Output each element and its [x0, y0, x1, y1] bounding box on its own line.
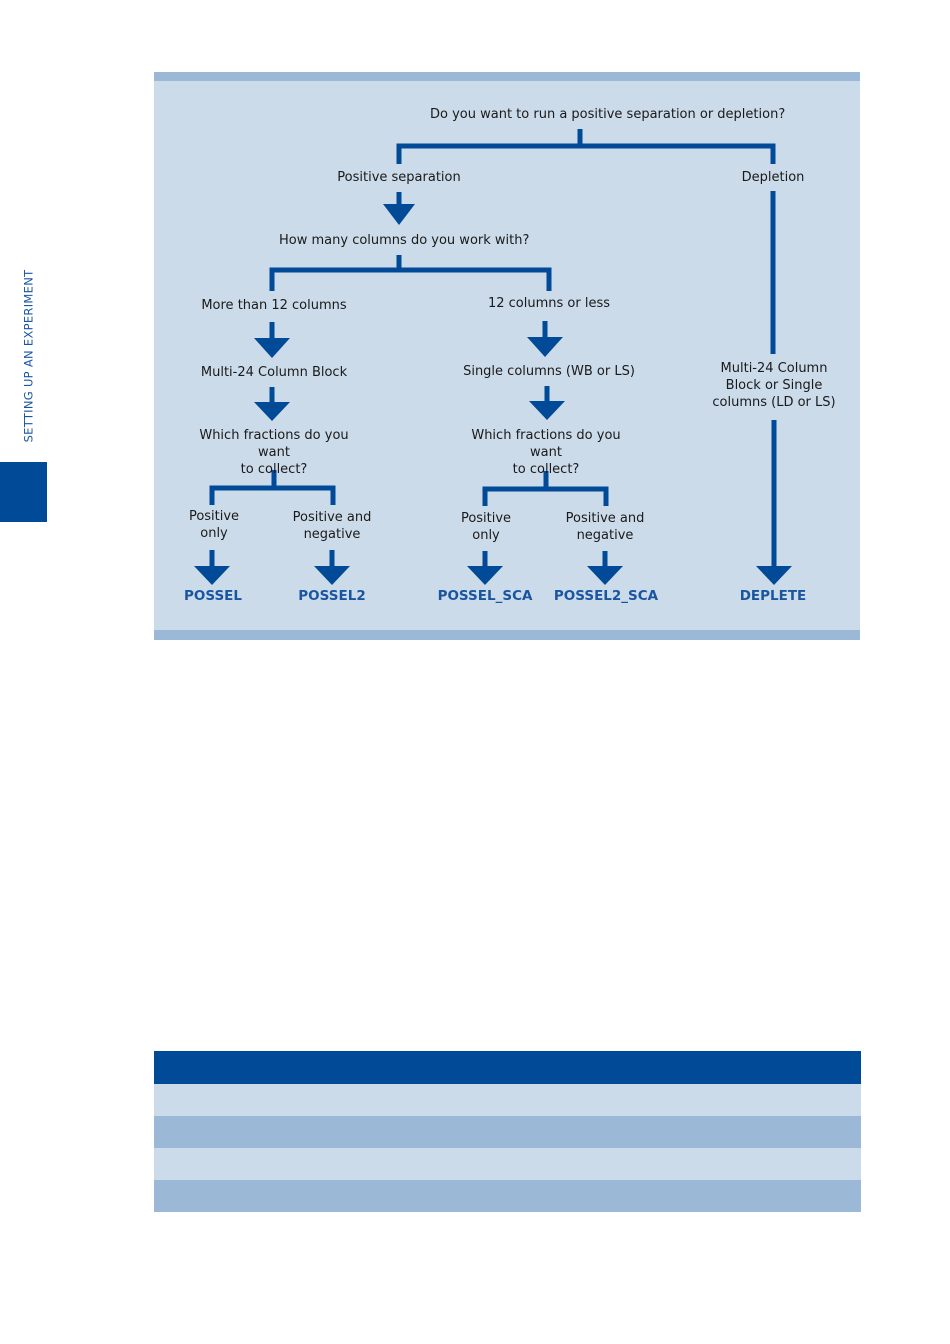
right-fraction-bracket [482, 471, 609, 506]
left-fraction-bracket [209, 470, 336, 505]
option-more-than-12: More than 12 columns [201, 298, 347, 313]
section-label: SETTING UP AN EXPERIMENT [16, 268, 40, 443]
multi24-column-block: Multi-24 Column Block [200, 365, 348, 380]
arrow-12less [527, 337, 563, 357]
section-tab [0, 462, 47, 522]
option-positive-only-right: Positive only [460, 511, 512, 543]
option-positive-only-left: Positive only [188, 509, 240, 541]
arrow-deplete [756, 566, 792, 585]
question-columns: How many columns do you work with? [279, 233, 530, 248]
arrow-multi24 [254, 402, 290, 421]
columns-split-bracket [269, 255, 552, 291]
arrow-posep [383, 204, 415, 225]
table-row [154, 1116, 861, 1148]
flowchart-connectors [194, 129, 792, 585]
question-fractions-left: Which fractions do you want to collect? [199, 428, 349, 477]
question-fractions-right: Which fractions do you want to collect? [471, 428, 621, 477]
panel-top-border [154, 72, 860, 81]
result-possel2: POSSEL2 [298, 588, 366, 604]
section-label-text: SETTING UP AN EXPERIMENT [21, 269, 36, 442]
table-row [154, 1084, 861, 1116]
option-positive-negative-right: Positive and negative [565, 511, 645, 543]
panel-bottom-border [154, 630, 860, 640]
option-positive-negative-left: Positive and negative [292, 510, 372, 542]
option-12-or-less: 12 columns or less [487, 296, 611, 311]
option-depletion: Depletion [741, 170, 805, 185]
arrow-possel2-sca [587, 566, 623, 585]
table-header [154, 1051, 861, 1084]
arrow-more12 [254, 338, 290, 358]
result-possel2-sca: POSSEL2_SCA [553, 588, 659, 604]
result-deplete: DEPLETE [739, 588, 807, 604]
result-possel: POSSEL [183, 588, 243, 604]
depletion-hardware: Multi-24 Column Block or Single columns … [712, 361, 836, 410]
table-row [154, 1180, 861, 1212]
main-split-bracket [396, 129, 776, 164]
result-possel-sca: POSSEL_SCA [437, 588, 533, 604]
option-positive-separation: Positive separation [337, 170, 461, 185]
table [154, 1051, 861, 1212]
flowchart-panel: Do you want to run a positive separation… [154, 72, 860, 640]
table-row [154, 1148, 861, 1180]
single-columns: Single columns (WB or LS) [463, 364, 635, 379]
arrow-possel2 [314, 566, 350, 585]
arrow-possel-sca [467, 566, 503, 585]
question-main: Do you want to run a positive separation… [430, 107, 786, 122]
arrow-single [529, 401, 565, 420]
arrow-possel [194, 566, 230, 585]
